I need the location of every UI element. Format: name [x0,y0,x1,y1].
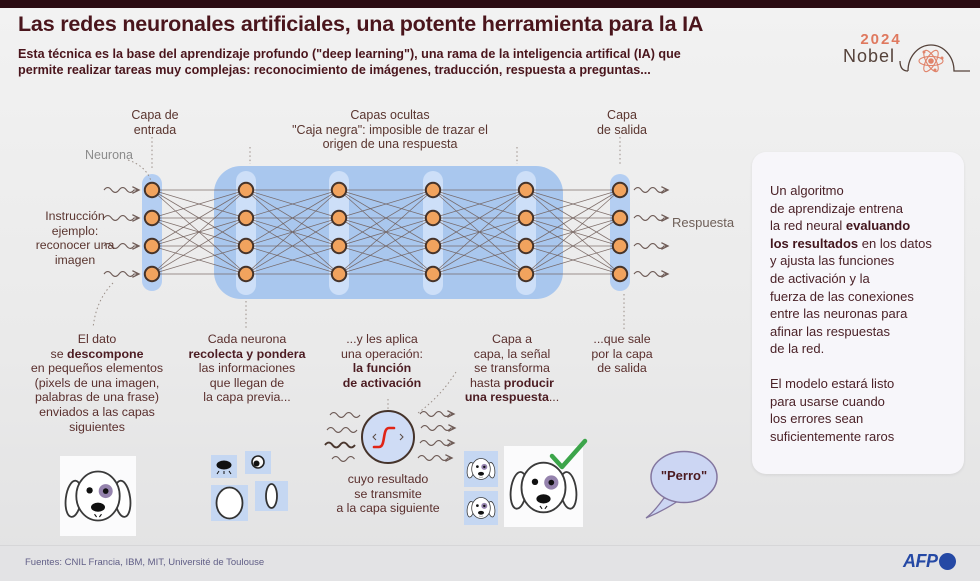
top-accent-bar [0,0,980,8]
afp-logo: AFP [903,551,956,572]
atom-icon [918,49,944,73]
panel-paragraph-1: Un algoritmo de aprendizaje entrena la r… [770,183,932,357]
step-neuron-collects: Cada neurona recolecta y pondera las inf… [188,332,306,405]
nobel-arch-logo [899,44,970,73]
input-image-dog [60,456,136,536]
label-response: Respuesta [672,215,735,230]
subtitle-line-1: Esta técnica es la base del aprendizaje … [18,47,681,61]
step-result-transmitted: cuyo resultado se transmite a la capa si… [336,472,440,516]
speech-bubble [645,450,718,519]
connector-lines [92,137,625,414]
page-subtitle: Esta técnica es la base del aprendizaje … [18,47,778,78]
dog-face-part-icon [215,486,244,520]
decomposed-elements [211,451,288,521]
afp-wordmark: AFP [903,551,938,571]
dog-ear-part-icon [265,483,278,509]
sources-text: Fuentes: CNIL Francia, IBM, MIT, Univers… [25,557,265,568]
step-data-decomposed: El dato se descompone en pequeños elemen… [30,332,164,434]
subtitle-line-2: permite realizar tareas muy complejas: r… [18,62,651,77]
nobel-year: 2024 [860,31,902,48]
recognition-result [464,438,588,527]
dog-eye-part-icon [251,455,265,469]
label-neuron: Neurona [85,148,133,162]
activation-function-illustration [324,410,455,464]
page-title: Las redes neuronales artificiales, una p… [18,12,704,36]
step-signal-transforms: Capa a capa, la señal se transforma hast… [464,332,560,405]
step-activation-function: ...y les aplica una operación: la funció… [341,332,423,390]
label-hidden-layers: Capas ocultas "Caja negra": imposible de… [292,108,488,151]
activation-neuron-circle [361,410,415,464]
step-output-layer: ...que sale por la capa de salida [591,332,653,376]
correct-checkmark-icon [549,438,588,470]
activation-curve-icon [372,426,396,449]
bubble-label: "Perro" [660,468,708,483]
footer-strip [0,545,980,581]
nobel-wordmark: Nobel [842,46,896,66]
explanation-panel: Un algoritmo de aprendizaje entrena la r… [752,152,964,474]
label-instruction: Instrucción ejemplo: reconocer una image… [35,209,115,267]
network-nodes-and-connections [103,171,668,295]
afp-globe-icon [938,553,956,570]
label-output-layer: Capa de salida [596,108,648,137]
panel-paragraph-2: El modelo estará listo para usarse cuand… [770,375,895,444]
label-input-layer: Capa de entrada [131,108,179,137]
dog-nose-part-icon [216,460,232,475]
